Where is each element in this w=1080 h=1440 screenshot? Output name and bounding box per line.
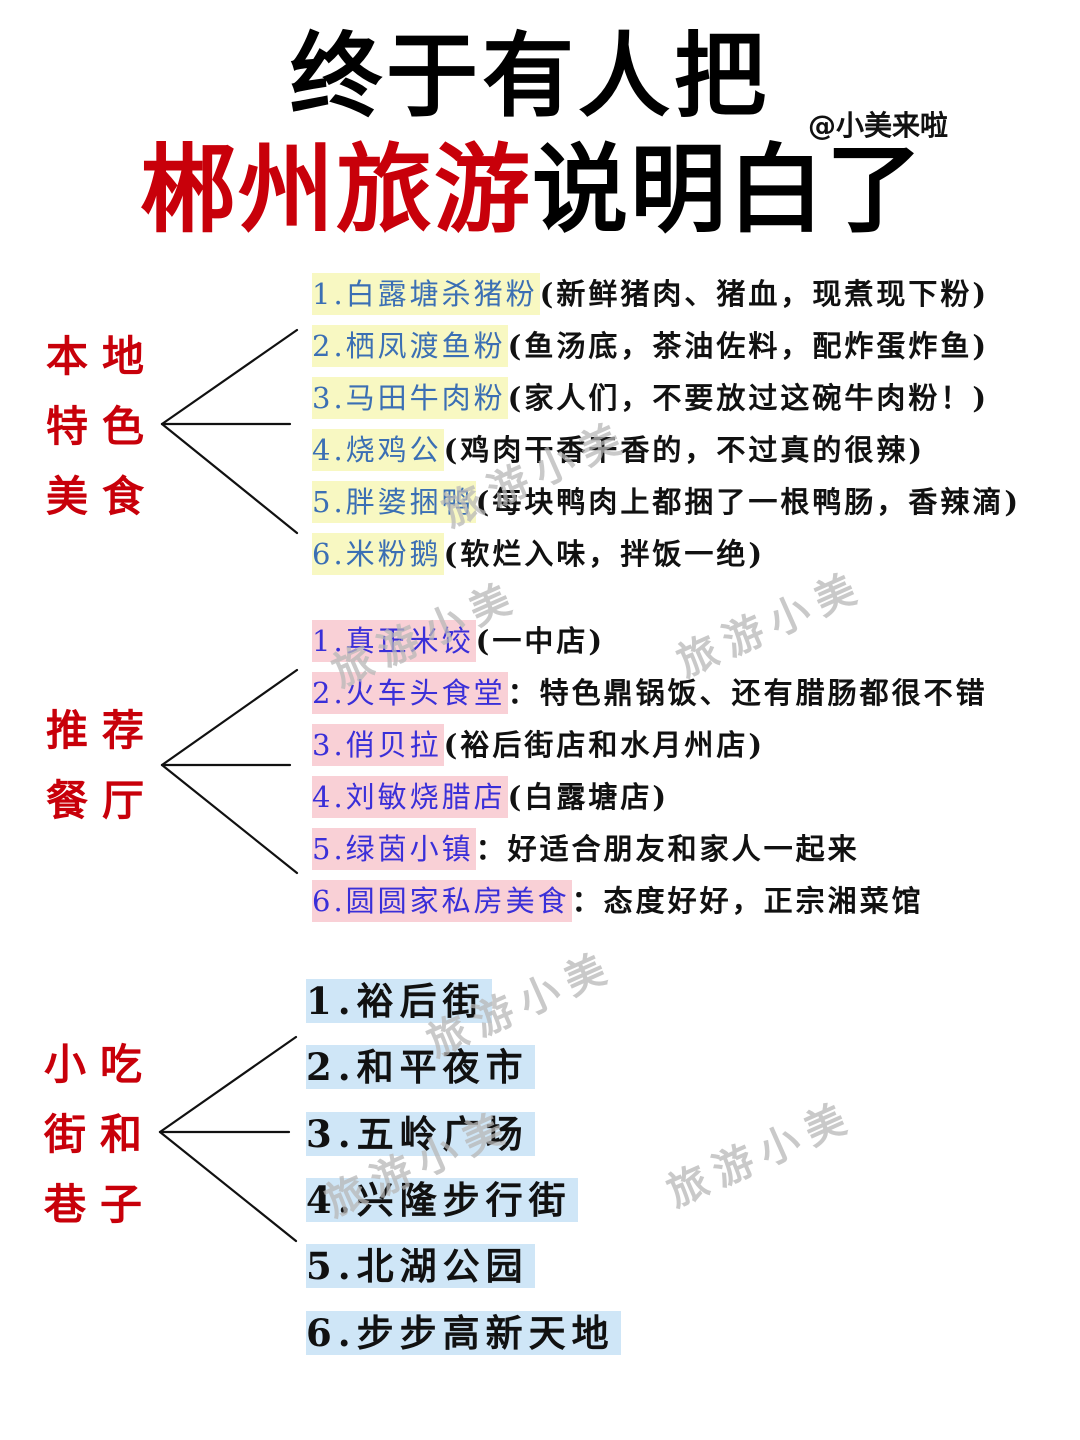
item-name: 1.裕后街 <box>306 979 492 1023</box>
item-name: 2.火车头食堂 <box>312 672 508 714</box>
item-desc: (家人们，不要放过这碗牛肉粉！) <box>507 381 990 415</box>
list-item: 4.刘敏烧腊店(白露塘店) <box>312 776 669 818</box>
item-desc: (软烂入味，拌饭一绝) <box>443 537 766 571</box>
list-item: 3.马田牛肉粉(家人们，不要放过这碗牛肉粉！) <box>312 377 989 419</box>
category-line: 巷子 <box>44 1180 157 1229</box>
item-name: 3.马田牛肉粉 <box>312 377 508 419</box>
item-name: 4.烧鸡公 <box>312 429 444 471</box>
list-item: 1.白露塘杀猪粉(新鲜猪肉、猪血，现煮现下粉) <box>312 273 989 315</box>
watermark: 旅游小美 <box>660 1092 862 1217</box>
list-item: 5.胖婆捆鸭(每块鸭肉上都捆了一根鸭肠，香辣滴) <box>312 481 1021 523</box>
item-name: 4.刘敏烧腊店 <box>312 776 508 818</box>
item-name: 2.和平夜市 <box>306 1045 535 1089</box>
item-name: 1.白露塘杀猪粉 <box>312 273 540 315</box>
page-title-line2: 郴州旅游说明白了 <box>140 134 924 246</box>
item-name: 1.真正米饺 <box>312 620 476 662</box>
list-item: 5.绿茵小镇：好适合朋友和家人一起来 <box>312 828 860 870</box>
bracket-line-top-1 <box>160 328 299 426</box>
item-name: 5.绿茵小镇 <box>312 828 476 870</box>
category-local-food: 本地 特色 美食 <box>46 322 166 532</box>
title-rest: 说明白了 <box>532 134 924 246</box>
list-item: 5.北湖公园 <box>306 1244 535 1288</box>
item-desc: ：好适合朋友和家人一起来 <box>475 832 860 866</box>
list-item: 3.俏贝拉(裕后街店和水月州店) <box>312 724 765 766</box>
item-desc: (裕后街店和水月州店) <box>443 728 766 762</box>
item-desc: (鸡肉干香干香的，不过真的很辣) <box>443 433 926 467</box>
list-item: 6.米粉鹅(软烂入味，拌饭一绝) <box>312 533 765 575</box>
list-item: 2.和平夜市 <box>306 1045 535 1089</box>
category-line: 美食 <box>46 472 159 521</box>
category-line: 特色 <box>46 402 159 451</box>
item-name: 4.兴隆步行街 <box>306 1178 578 1222</box>
category-snack-streets: 小吃 街和 巷子 <box>44 1030 164 1240</box>
list-item: 6.圆圆家私房美食：态度好好，正宗湘菜馆 <box>312 880 924 922</box>
bracket-line-bottom-1 <box>160 422 299 535</box>
category-line: 街和 <box>44 1110 157 1159</box>
item-name: 5.北湖公园 <box>306 1244 535 1288</box>
category-line: 推荐 <box>46 706 159 755</box>
bracket-line-bottom-2 <box>160 763 299 875</box>
item-name: 3.俏贝拉 <box>312 724 444 766</box>
page-title-line1: 终于有人把 <box>289 23 770 130</box>
item-desc: (一中店) <box>475 624 606 658</box>
item-desc: ：特色鼎锅饭、还有腊肠都很不错 <box>507 676 988 710</box>
category-restaurants: 推荐 餐厅 <box>46 696 166 836</box>
category-line: 本地 <box>46 332 159 381</box>
item-name: 6.步步高新天地 <box>306 1311 621 1355</box>
item-name: 6.米粉鹅 <box>312 533 444 575</box>
list-item: 2.火车头食堂：特色鼎锅饭、还有腊肠都很不错 <box>312 672 988 714</box>
list-item: 1.真正米饺(一中店) <box>312 620 605 662</box>
category-line: 小吃 <box>44 1040 157 1089</box>
item-name: 6.圆圆家私房美食 <box>312 880 572 922</box>
bracket-line-top-3 <box>158 1035 298 1134</box>
item-desc: (新鲜猪肉、猪血，现煮现下粉) <box>539 277 990 311</box>
author-handle: @小美来啦 <box>808 109 949 142</box>
category-line: 餐厅 <box>46 776 159 825</box>
list-item: 4.兴隆步行街 <box>306 1178 578 1222</box>
list-item: 1.裕后街 <box>306 979 492 1023</box>
item-name: 3.五岭广场 <box>306 1112 535 1156</box>
item-name: 2.栖凤渡鱼粉 <box>312 325 508 367</box>
list-item: 2.栖凤渡鱼粉(鱼汤底，茶油佐料，配炸蛋炸鱼) <box>312 325 989 367</box>
item-desc: (鱼汤底，茶油佐料，配炸蛋炸鱼) <box>507 329 990 363</box>
bracket-line-top-2 <box>160 668 299 767</box>
bracket-line-bottom-3 <box>158 1130 298 1243</box>
list-item: 6.步步高新天地 <box>306 1311 621 1355</box>
title-city-highlight: 郴州旅游 <box>140 134 532 246</box>
item-name: 5.胖婆捆鸭 <box>312 481 476 523</box>
item-desc: (每块鸭肉上都捆了一根鸭肠，香辣滴) <box>475 485 1022 519</box>
list-item: 4.烧鸡公(鸡肉干香干香的，不过真的很辣) <box>312 429 925 471</box>
item-desc: (白露塘店) <box>507 780 670 814</box>
list-item: 3.五岭广场 <box>306 1112 535 1156</box>
item-desc: ：态度好好，正宗湘菜馆 <box>571 884 924 918</box>
